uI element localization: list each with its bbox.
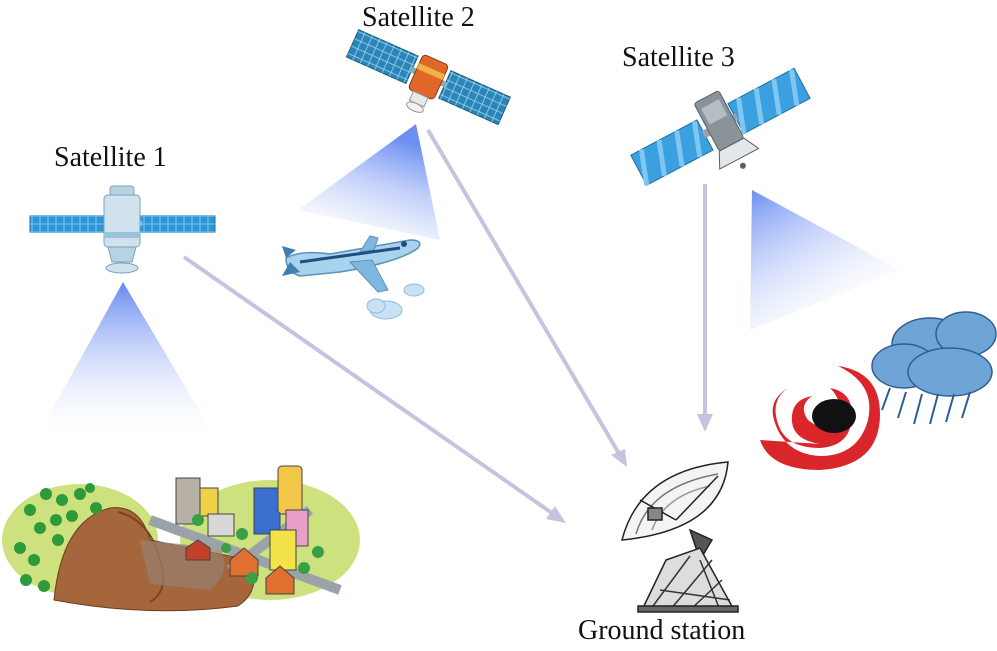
storm-cloud-icon (871, 311, 997, 425)
arrowhead-sat1 (546, 506, 566, 523)
satellite-1-label: Satellite 1 (54, 142, 167, 173)
city-buildings (175, 465, 309, 595)
ground-station-label: Ground station (578, 615, 746, 646)
satellite-1-icon (29, 185, 216, 274)
satellite-2-icon (345, 28, 511, 126)
satellite-2-label: Satellite 2 (362, 2, 475, 33)
landscape-illustration (2, 465, 360, 612)
satellite-3-icon (630, 67, 811, 186)
hurricane-icon (760, 366, 880, 470)
sat2-beam (298, 124, 440, 240)
cloud-icon (366, 283, 425, 320)
airplane-icon (282, 235, 421, 293)
arrowhead-sat3 (697, 414, 713, 432)
arrow-sat2-to-ground (426, 128, 626, 464)
ground-station-icon (621, 461, 739, 613)
sat3-beam (750, 190, 900, 330)
downlink-arrows (182, 128, 707, 522)
satellite-3-label: Satellite 3 (622, 42, 735, 73)
sat1-beam (40, 282, 212, 432)
arrowhead-sat2 (611, 449, 627, 467)
arrow-sat1-to-ground (182, 255, 564, 522)
